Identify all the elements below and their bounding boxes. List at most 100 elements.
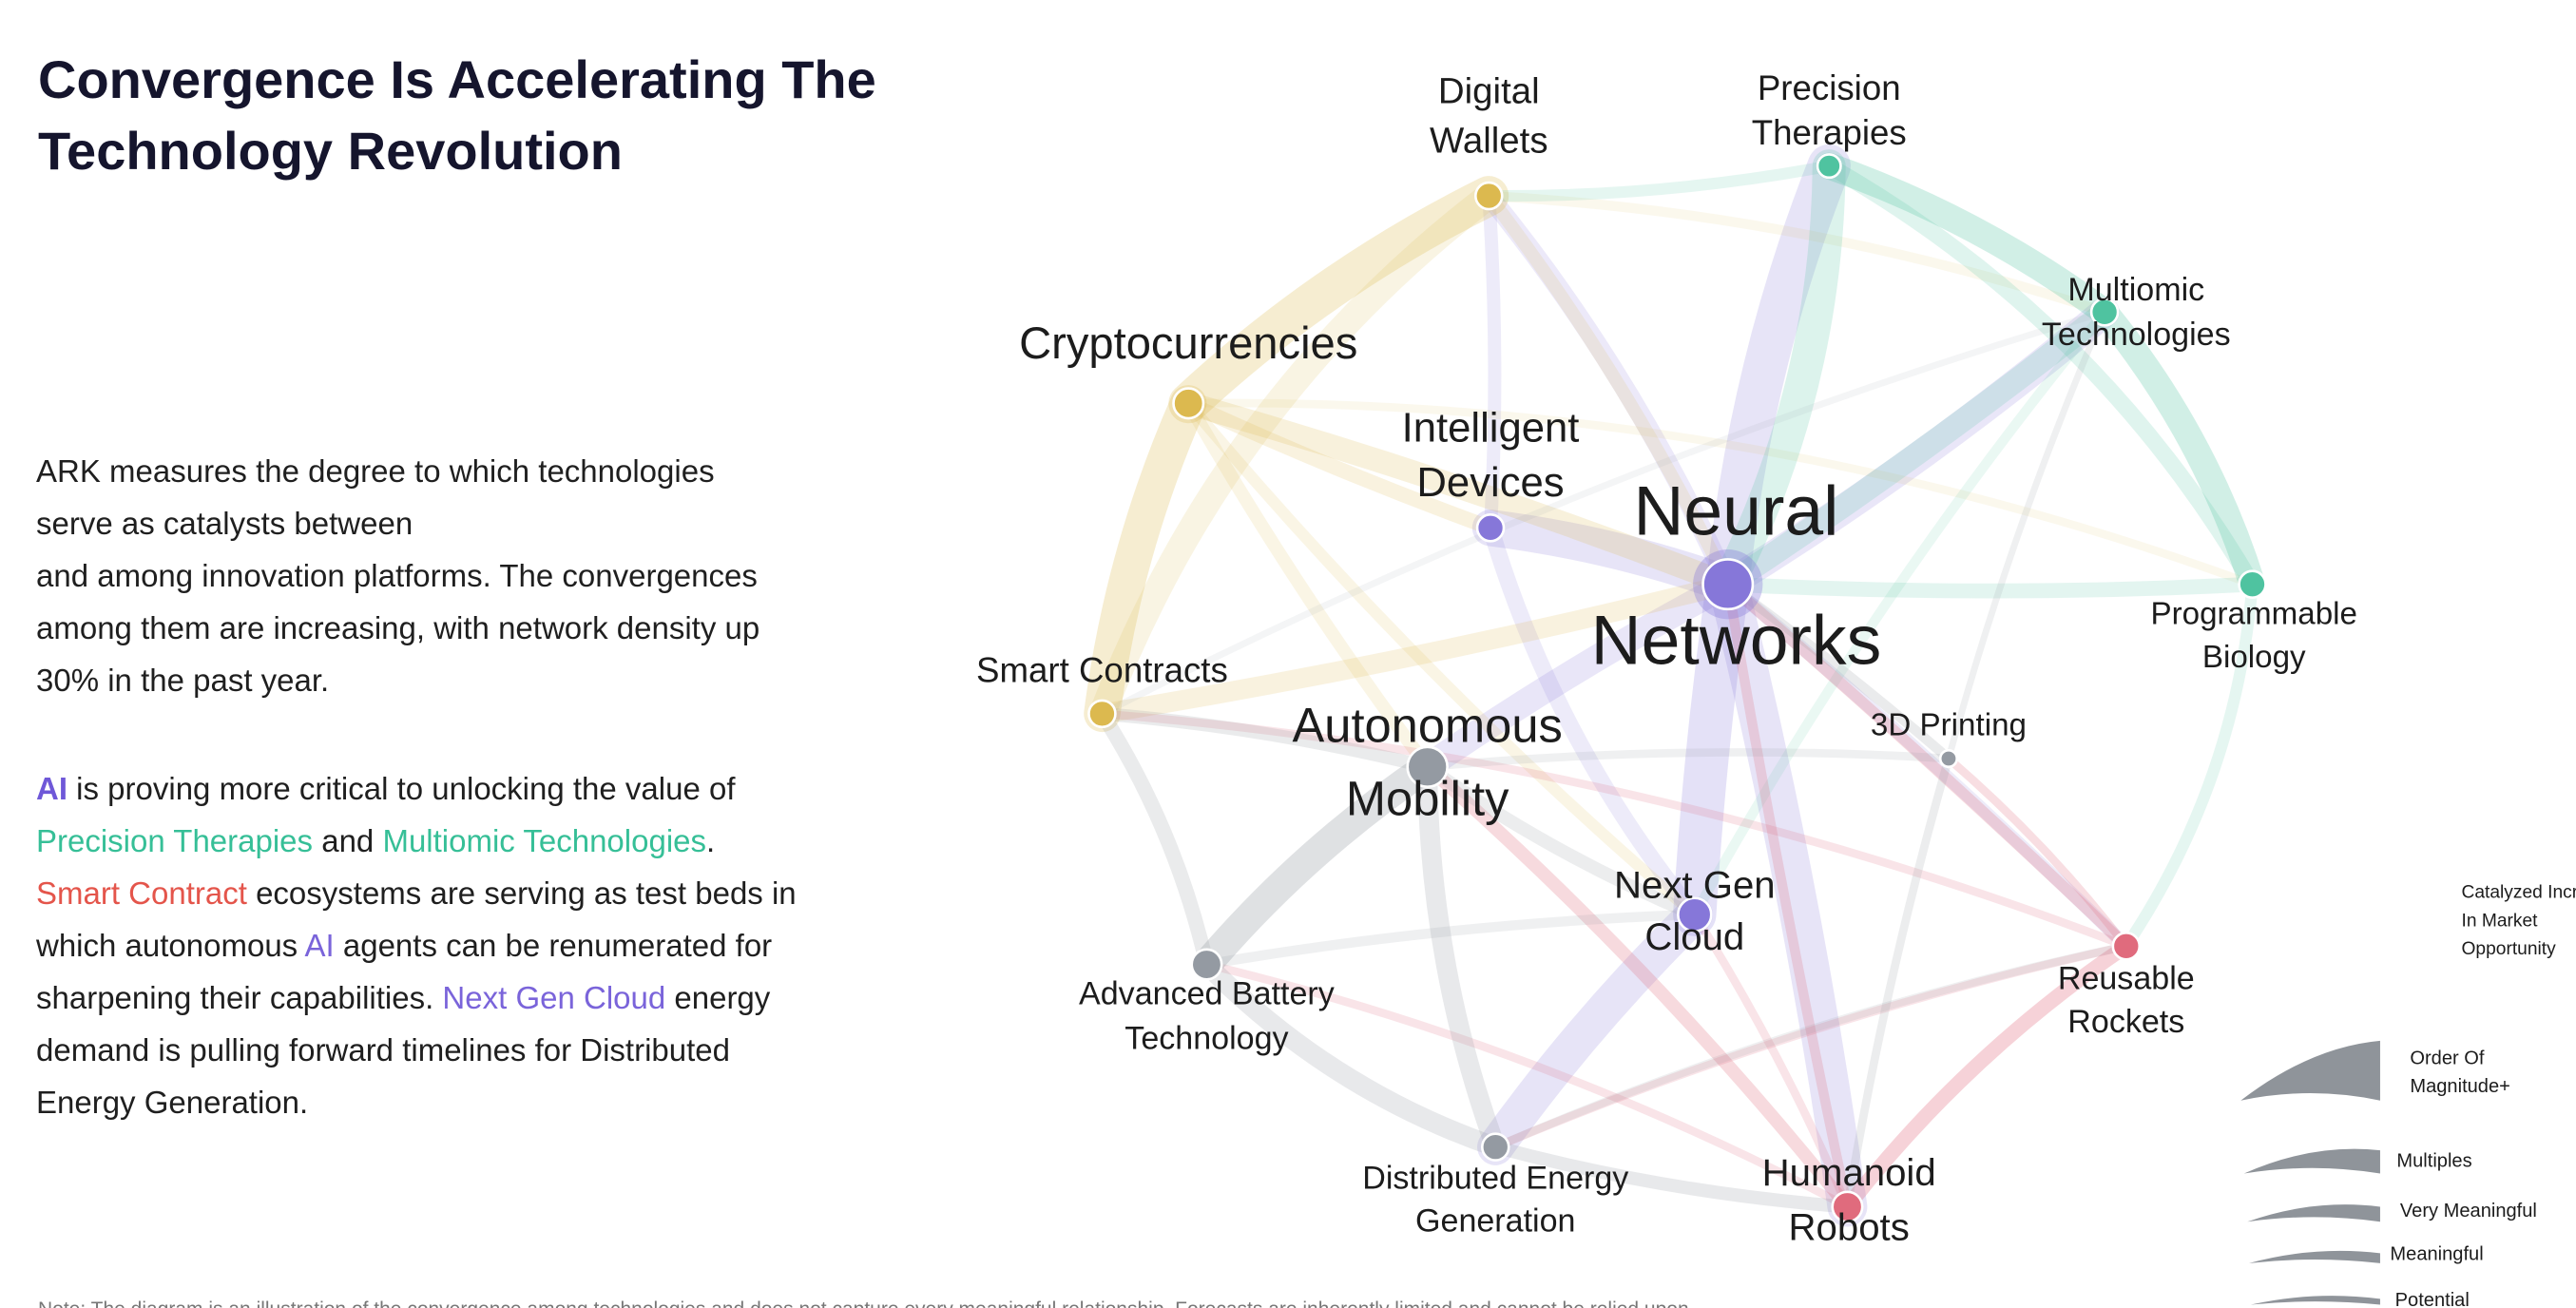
node-multiomic-technologies bbox=[2089, 298, 2120, 327]
edge-humanoid-robots--reusable-rockets bbox=[1839, 938, 2134, 1215]
edge-humanoid-robots--autonomous-mobility bbox=[1420, 760, 1855, 1214]
edge-digital-wallets--neural-networks bbox=[1482, 189, 1735, 591]
edge-cryptocurrencies--smart-contracts bbox=[1084, 385, 1207, 733]
node-label-next-gen-cloud: Next Gen bbox=[1614, 864, 1776, 907]
edge-autonomous-mobility--smart-contracts bbox=[1095, 706, 1434, 774]
edge-intelligent-devices--digital-wallets bbox=[1482, 189, 1502, 535]
edge-multiomic-technologies--neural-networks bbox=[1716, 300, 2117, 596]
edge-autonomous-mobility--distributed-energy bbox=[1417, 757, 1506, 1158]
node-reusable-rockets bbox=[2111, 932, 2142, 961]
edge-distributed-energy--humanoid-robots bbox=[1489, 1140, 1855, 1214]
edge-advanced-battery--smart-contracts bbox=[1094, 706, 1215, 972]
node-label-cryptocurrencies: Cryptocurrencies bbox=[1019, 317, 1357, 368]
edge-neural-networks--humanoid-robots bbox=[1707, 564, 1868, 1227]
legend-item-label-0: Magnitude+ bbox=[2410, 1076, 2509, 1097]
edge-cryptocurrencies--next-gen-cloud bbox=[1182, 397, 1701, 921]
footnote: Note: The diagram is an illustration of … bbox=[38, 1298, 1695, 1308]
edge-cryptocurrencies--autonomous-mobility bbox=[1182, 396, 1434, 774]
edge-cryptocurrencies--neural-networks bbox=[1177, 392, 1740, 596]
highlight-purple-bold: AI bbox=[36, 771, 67, 806]
node-distributed-energy bbox=[1480, 1132, 1510, 1162]
edge-humanoid-robots--advanced-battery bbox=[1202, 960, 1852, 1211]
edge-advanced-battery--distributed-energy bbox=[1196, 954, 1506, 1158]
edge-printing-3d--neural-networks bbox=[1722, 579, 1954, 764]
edge-neural-networks--digital-wallets bbox=[1478, 185, 1739, 595]
intro-paragraph: ARK measures the degree to which technol… bbox=[36, 445, 1129, 706]
edge-printing-3d--humanoid-robots bbox=[1843, 754, 1953, 1211]
highlight-purple: AI bbox=[304, 928, 335, 963]
edge-precision-therapies--multiomic-technologies bbox=[1816, 152, 2119, 326]
node-label-distributed-energy: Generation bbox=[1415, 1203, 1575, 1240]
edge-printing-3d--multiomic-technologies bbox=[1945, 308, 2108, 762]
highlight-purple: Next Gen Cloud bbox=[442, 980, 666, 1015]
edge-multiomic-technologies--next-gen-cloud bbox=[1689, 307, 2110, 920]
node-label-neural-networks: Neural bbox=[1633, 471, 1838, 549]
edge-neural-networks--next-gen-cloud bbox=[1673, 562, 1750, 936]
node-programmable-biology bbox=[2238, 569, 2267, 599]
edge-reusable-rockets--smart-contracts bbox=[1098, 709, 2131, 951]
node-label-precision-therapies: Precision bbox=[1758, 68, 1901, 107]
legend-header: Opportunity bbox=[2462, 939, 2557, 959]
nodes-layer bbox=[1087, 153, 2267, 1223]
edge-autonomous-mobility--printing-3d bbox=[1423, 748, 1953, 772]
edge-humanoid-robots--next-gen-cloud bbox=[1690, 910, 1852, 1211]
text-run: energy demand is pulling forward timelin… bbox=[36, 980, 771, 1120]
node-label-autonomous-mobility: Autonomous bbox=[1293, 699, 1563, 753]
node-label-printing-3d: 3D Printing bbox=[1871, 708, 2027, 743]
node-label-reusable-rockets: Rockets bbox=[2067, 1004, 2184, 1040]
edge-neural-networks--precision-therapies bbox=[1706, 144, 1851, 606]
legend-wedge-1 bbox=[2243, 1148, 2380, 1174]
edge-intelligent-devices--next-gen-cloud bbox=[1482, 519, 1703, 923]
labels-layer: DigitalWalletsPrecisionTherapiesMultiomi… bbox=[976, 68, 2357, 1249]
edge-multiomic-technologies--programmable-biology bbox=[2091, 298, 2266, 598]
legend-wedge-0 bbox=[2240, 1040, 2380, 1101]
edge-autonomous-mobility--next-gen-cloud bbox=[1420, 760, 1701, 922]
edge-reusable-rockets--printing-3d bbox=[1944, 754, 2131, 951]
node-label-programmable-biology: Programmable bbox=[2151, 597, 2357, 632]
edge-precision-therapies--programmable-biology bbox=[1820, 157, 2261, 593]
node-label-humanoid-robots: Humanoid bbox=[1762, 1151, 1936, 1194]
edge-reusable-rockets--neural-networks bbox=[1721, 578, 2132, 952]
edge-precision-therapies--neural-networks bbox=[1711, 149, 1846, 602]
node-label-autonomous-mobility: Mobility bbox=[1346, 771, 1509, 825]
node-label-programmable-biology: Biology bbox=[2202, 640, 2306, 675]
legend-wedge-4 bbox=[2250, 1296, 2380, 1305]
node-label-intelligent-devices: Devices bbox=[1416, 459, 1564, 506]
edge-next-gen-cloud--distributed-energy bbox=[1477, 895, 1714, 1165]
node-label-advanced-battery: Technology bbox=[1125, 1021, 1288, 1057]
node-label-precision-therapies: Therapies bbox=[1752, 113, 1907, 152]
legend-item-label-1: Multiples bbox=[2396, 1151, 2471, 1172]
node-label-reusable-rockets: Reusable bbox=[2058, 961, 2195, 997]
edge-digital-wallets--multiomic-technologies bbox=[1484, 190, 2110, 317]
node-smart-contracts bbox=[1087, 699, 1117, 729]
edge-cryptocurrencies--programmable-biology bbox=[1183, 398, 2257, 589]
text-run: and bbox=[313, 823, 383, 858]
text-run: agents can be renumerated for sharpening… bbox=[36, 928, 773, 1015]
edge-programmable-biology--neural-networks bbox=[1720, 576, 2260, 599]
edges-layer bbox=[1084, 144, 2266, 1227]
legend-item-label-0: Order Of bbox=[2410, 1048, 2485, 1068]
node-label-digital-wallets: Wallets bbox=[1430, 121, 1548, 162]
edge-neural-networks--intelligent-devices bbox=[1471, 510, 1746, 603]
node-label-neural-networks: Networks bbox=[1591, 601, 1882, 679]
edge-smart-contracts--multiomic-technologies bbox=[1098, 308, 2108, 718]
node-autonomous-mobility bbox=[1406, 745, 1449, 789]
node-label-advanced-battery: Advanced Battery bbox=[1079, 975, 1335, 1011]
legend: Catalyzed IncreaseIn MarketOpportunityOr… bbox=[2240, 883, 2576, 1308]
node-advanced-battery bbox=[1190, 948, 1223, 981]
edge-smart-contracts--neural-networks bbox=[1091, 574, 1739, 724]
highlight-green: Multiomic Technologies bbox=[382, 823, 707, 858]
edge-distributed-energy--reusable-rockets bbox=[1490, 941, 2131, 1151]
node-printing-3d bbox=[1938, 748, 1959, 769]
node-intelligent-devices bbox=[1475, 513, 1506, 543]
legend-item-label-2: Very Meaningful bbox=[2400, 1201, 2537, 1221]
edge-reusable-rockets--distributed-energy bbox=[1490, 941, 2131, 1151]
edge-precision-therapies--digital-wallets bbox=[1483, 160, 1836, 202]
node-label-multiomic-technologies: Technologies bbox=[2042, 317, 2231, 353]
node-label-distributed-energy: Distributed Energy bbox=[1362, 1160, 1628, 1196]
text-run: . bbox=[706, 823, 716, 858]
legend-header: In Market bbox=[2462, 911, 2539, 931]
legend-item-label-4: Potential bbox=[2395, 1290, 2470, 1308]
text-run: ARK measures the degree to which technol… bbox=[36, 453, 760, 698]
